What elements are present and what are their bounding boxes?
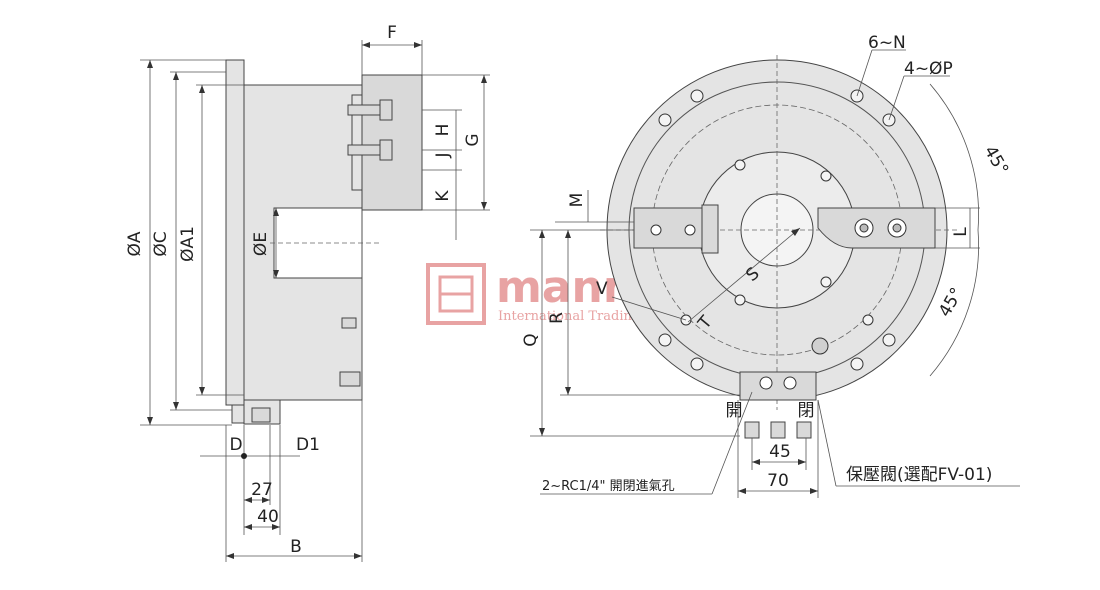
label-d: D [229, 435, 242, 455]
label-45: 45 [769, 442, 791, 462]
label-27: 27 [251, 480, 273, 500]
label-r: R [547, 312, 567, 324]
label-port-note: 2~RC1/4" 開閉進氣孔 [542, 479, 675, 494]
label-l: L [951, 227, 971, 237]
side-flange [225, 59, 245, 406]
label-40: 40 [257, 507, 279, 527]
label-p: 4~ØP [904, 59, 953, 79]
label-close: 閉 [798, 401, 815, 421]
side-view: ØA ØC ØA1 ØE F G H J K D D1 [125, 23, 490, 562]
label-dia-c: ØC [151, 231, 171, 256]
label-open: 開 [726, 401, 743, 421]
pressure-valve-icon [811, 337, 829, 355]
front-port-block [739, 371, 817, 401]
label-f: F [387, 23, 397, 43]
label-h: H [433, 124, 453, 137]
label-k: K [433, 190, 453, 202]
label-q: Q [521, 333, 541, 346]
label-j: J [433, 152, 453, 158]
label-g: G [463, 133, 483, 146]
label-d1: D1 [296, 435, 320, 455]
label-v: V [596, 279, 608, 299]
front-jaw-right [817, 207, 936, 249]
label-angle-bottom: 45° [935, 284, 967, 320]
label-angle-top: 45° [980, 143, 1012, 179]
label-b: B [290, 537, 302, 557]
front-view: 6~N 4~ØP 45° 45° M L S V T R [521, 33, 1020, 498]
label-m: M [567, 193, 587, 208]
label-valve-note: 保壓閥(選配FV-01) [846, 465, 992, 485]
watermark-logo [426, 263, 486, 325]
label-dia-a: ØA [125, 231, 145, 256]
label-dia-e: ØE [251, 232, 271, 256]
label-dia-a1: ØA1 [178, 226, 198, 262]
label-70: 70 [767, 471, 789, 491]
label-n: 6~N [868, 33, 906, 53]
